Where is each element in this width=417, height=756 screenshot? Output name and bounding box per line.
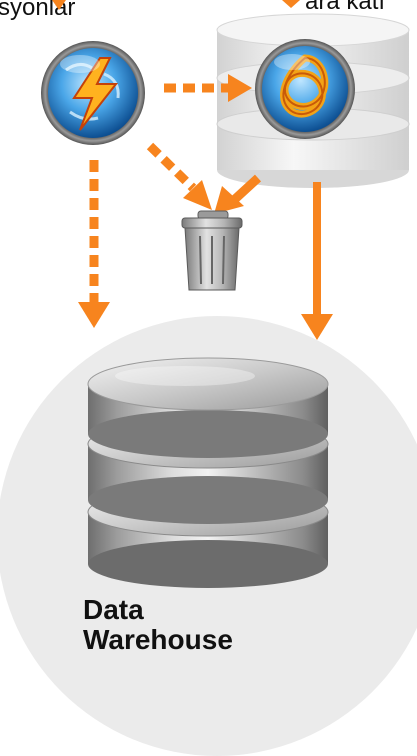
warehouse-label-line1: Data bbox=[83, 594, 144, 625]
trash-can-icon bbox=[181, 210, 243, 291]
top-arrow-left bbox=[52, 0, 66, 10]
arrow-staging-to-trash bbox=[214, 174, 262, 214]
warehouse-database-icon bbox=[87, 357, 329, 588]
trefoil-knot-icon bbox=[255, 39, 355, 139]
arrow-source-to-warehouse bbox=[78, 160, 110, 328]
warehouse-label-line2: Warehouse bbox=[83, 624, 233, 655]
arrow-source-to-trash bbox=[146, 142, 212, 210]
lightning-orb-icon bbox=[41, 41, 145, 145]
warehouse-label: Data Warehouse bbox=[83, 595, 233, 655]
arrow-staging-to-warehouse bbox=[301, 182, 333, 340]
label-staging-area: ara katı bbox=[305, 0, 386, 15]
arrow-source-to-staging bbox=[164, 74, 252, 102]
etl-diagram bbox=[41, 0, 410, 588]
top-arrow-right bbox=[282, 0, 300, 8]
